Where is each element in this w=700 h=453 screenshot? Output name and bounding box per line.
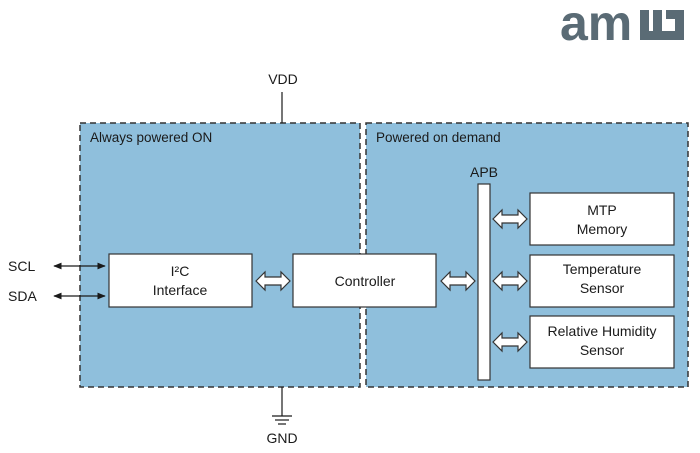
sda-label: SDA [8,288,37,304]
temperature-sensor-block [529,254,675,308]
temperature-block-line1: Temperature [563,261,642,277]
gnd-label: GND [266,430,297,446]
i2c-interface-block [108,253,253,308]
mtp-block-line2: Memory [577,221,628,237]
humidity-sensor-block [529,315,675,369]
mtp-memory-block [529,192,675,246]
controller-block [292,253,437,308]
ground-icon [272,415,292,425]
humidity-block-line1: Relative Humidity [548,323,657,339]
controller-block-label: Controller [335,273,396,289]
apb-bus [477,183,491,381]
apb-mtp-arrow [492,208,528,230]
logo-text: am [560,0,632,51]
powered-on-demand-label: Powered on demand [376,130,501,145]
logo-s-glyph [640,10,684,40]
scl-label: SCL [8,258,35,274]
vdd-label: VDD [268,71,298,87]
always-powered-label: Always powered ON [90,130,212,145]
controller-apb-arrow [440,270,476,292]
i2c-block-line1: I²C [171,263,190,279]
mtp-block-line1: MTP [587,202,617,218]
ams-logo: am [560,0,684,51]
temperature-block-line2: Sensor [580,280,625,296]
apb-label: APB [470,164,498,180]
humidity-block-line2: Sensor [580,342,625,358]
apb-temperature-arrow [492,270,528,292]
apb-humidity-arrow [492,331,528,353]
i2c-controller-arrow [255,270,291,292]
i2c-block-line2: Interface [153,282,208,298]
